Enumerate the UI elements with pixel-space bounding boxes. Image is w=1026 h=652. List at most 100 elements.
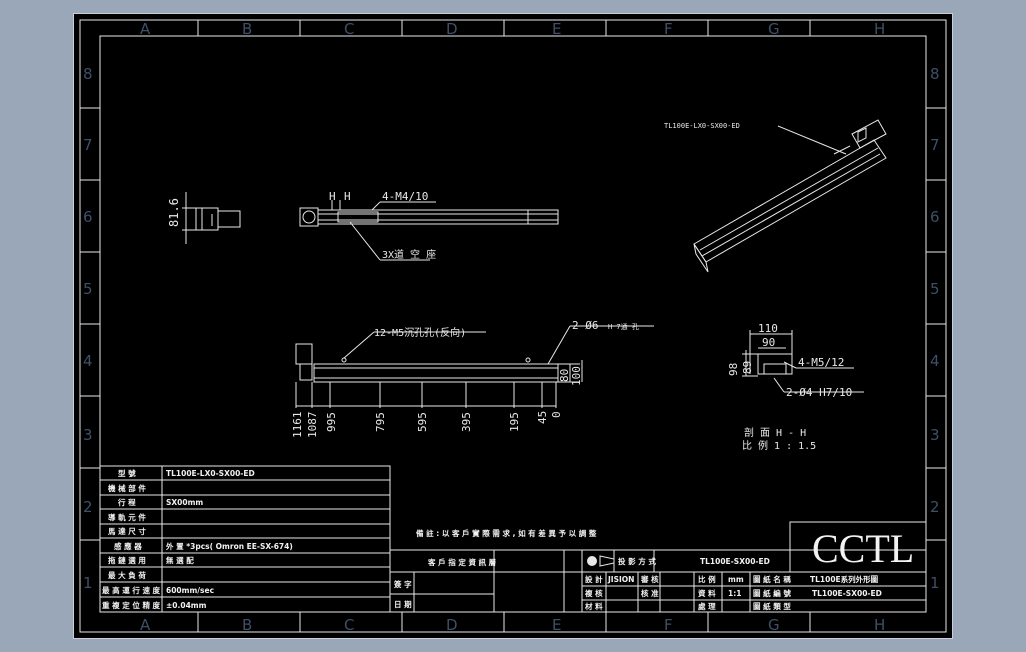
designer-name: JISION	[607, 575, 634, 584]
d6-hole-note: 2-Ø6	[572, 319, 599, 332]
spec-value: TL100E-LX0-SX00-ED	[166, 469, 255, 478]
col-label: E	[552, 20, 561, 38]
zone-ticks	[80, 20, 946, 632]
company-logo: CCTL	[812, 526, 914, 571]
col-label: F	[664, 20, 673, 38]
section-d4-note: 2-Ø4 H7∕10	[786, 386, 852, 399]
col-label: B	[242, 20, 252, 38]
row-label: 8	[83, 65, 93, 83]
col-label: G	[768, 20, 780, 38]
row-label: 2	[83, 498, 93, 516]
row-label: 3	[930, 426, 940, 444]
spec-label: 最 高 運 行 速 度	[102, 585, 161, 595]
col-label: B	[242, 616, 252, 634]
row-label: 6	[83, 208, 93, 226]
m5-counterbore-note: 12-M5沉孔孔(反向)	[374, 326, 466, 339]
title-block: 備 註 : 以 客 戶 實 際 需 求 , 如 有 差 異 予 以 調 整 客 …	[389, 521, 927, 613]
section-title: 剖 面 H - H	[744, 426, 806, 439]
mat-label: 材 料	[585, 601, 603, 611]
design-label: 設 計	[585, 574, 603, 584]
dim-bottom: 1087	[306, 412, 319, 439]
iso-model-label: TL100E-LX0-SX00-ED	[664, 122, 740, 130]
section-m5-note: 4-M5∕12	[798, 356, 844, 369]
spec-value: 外 置 *3pcs( Omron EE-SX-674)	[166, 541, 293, 551]
sign-label: 簽 字	[394, 579, 412, 589]
section-hh-view[interactable]: 110 90 98 89 4-M5∕12 2-Ø4 H7∕10 剖 面 H - …	[727, 322, 864, 452]
row-label: 8	[930, 65, 940, 83]
col-label: G	[768, 616, 780, 634]
dim-bottom: 995	[325, 412, 338, 432]
col-label: H	[874, 616, 885, 634]
section-dim-110: 110	[758, 322, 778, 335]
treat-label: 處 理	[698, 601, 716, 611]
x3-sensor-note: 3X道 空 座	[382, 248, 436, 261]
dim-bottom: 0	[550, 411, 563, 418]
approve-label: 核 准	[641, 588, 659, 598]
date-label: 日 期	[394, 599, 412, 609]
ratio-value: 1:1	[728, 589, 741, 598]
dim-bottom: 1161	[291, 412, 304, 439]
row-label: 6	[930, 208, 940, 226]
check-label: 審 核	[640, 574, 659, 584]
sheet-label: 資 料	[698, 588, 716, 598]
drawing-note: 備 註 : 以 客 戶 實 際 需 求 , 如 有 差 異 予 以 調 整	[416, 528, 597, 538]
col-label: D	[446, 616, 458, 634]
dim-100: 100	[570, 366, 583, 386]
row-label: 4	[930, 352, 940, 370]
spec-label: 機 械 部 件	[108, 483, 146, 493]
projection-symbol-icon	[587, 556, 597, 566]
section-mark-h-right: H	[344, 190, 351, 203]
dim-81-6: 81.6	[167, 198, 181, 227]
spec-table: 型 號 TL100E-LX0-SX00-ED 機 械 部 件 行 程 SX00m…	[99, 465, 391, 613]
col-label: C	[344, 20, 354, 38]
dim-80: 80	[558, 369, 571, 382]
end-view[interactable]: 81.6	[167, 192, 241, 244]
inner-border	[99, 35, 927, 613]
section-mark-h-left: H	[329, 190, 336, 203]
outer-border	[79, 19, 947, 633]
unit-value: mm	[728, 575, 744, 584]
row-label: 5	[83, 280, 93, 298]
top-view-rail[interactable]: H H 4-M4∕10 3X道 空 座	[299, 190, 559, 261]
zone-labels: A B C D E F G H A B C D E F G H 8 7 6 5 …	[83, 20, 940, 634]
row-label: 3	[83, 426, 93, 444]
spec-label: 導 軌 元 件	[108, 512, 146, 522]
review-label: 複 核	[584, 588, 603, 598]
cad-drawing-sheet: A B C D E F G H A B C D E F G H 8 7 6 5 …	[79, 19, 947, 634]
col-label: A	[140, 20, 151, 38]
spec-label: 重 複 定 位 精 度	[102, 600, 161, 610]
row-label: 5	[930, 280, 940, 298]
m4-hole-note: 4-M4∕10	[382, 190, 428, 203]
col-label: A	[140, 616, 151, 634]
spec-label: 行 程	[117, 497, 136, 507]
dim-bottom: 395	[460, 412, 473, 432]
drawing-type-label: 圖 紙 類 型	[753, 601, 791, 611]
col-label: D	[446, 20, 458, 38]
drawing-name: TL100E系列外形圖	[810, 574, 879, 584]
d6-hole-sub: H 7通 孔	[608, 322, 639, 331]
dim-bottom: 595	[416, 412, 429, 432]
dim-bottom: 795	[374, 412, 387, 432]
row-label: 2	[930, 498, 940, 516]
spec-label: 最 大 負 荷	[108, 570, 146, 580]
customer-info-label: 客 戶 指 定 資 訊 層	[427, 557, 496, 567]
isometric-view[interactable]: TL100E-LX0-SX00-ED	[664, 119, 887, 273]
spec-label: 拖 鏈 選 用	[108, 555, 146, 565]
front-view-rail[interactable]: 12-M5沉孔孔(反向) 2-Ø6 H 7通 孔 80 100 1161 108…	[291, 319, 654, 438]
drawing-no-label: 圖 紙 編 號	[753, 588, 791, 598]
row-label: 7	[83, 136, 93, 154]
projection-label: 投 影 方 式	[618, 556, 656, 566]
col-label: C	[344, 616, 354, 634]
section-scale: 比 例 1 : 1.5	[742, 439, 816, 452]
ratio-label: 比 例	[698, 574, 716, 584]
row-label: 1	[930, 574, 940, 592]
drawing-name-label: 圖 紙 名 稱	[753, 574, 791, 584]
drawing-no: TL100E-SX00-ED	[812, 589, 882, 598]
drawing-viewport[interactable]: A B C D E F G H A B C D E F G H 8 7 6 5 …	[73, 13, 953, 639]
section-dim-98: 98	[727, 363, 740, 376]
spec-label: 感 應 器	[114, 541, 142, 551]
col-label: F	[664, 616, 673, 634]
projection-cone-icon	[599, 555, 615, 567]
col-label: E	[552, 616, 561, 634]
dim-bottom: 45	[536, 411, 549, 424]
